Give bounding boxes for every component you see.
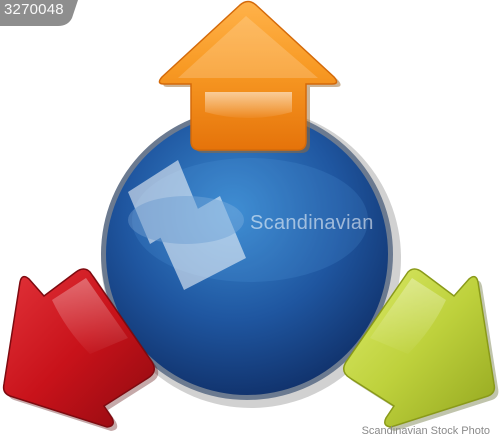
id-tag-text: 3270048 <box>4 1 64 18</box>
watermark-footer: Scandinavian Stock Photo <box>361 425 490 437</box>
arrow-down-left-icon <box>2 268 159 431</box>
arrow-down-right-icon <box>343 268 499 431</box>
watermark-brand: Scandinavian <box>250 212 374 234</box>
arrow-up-icon <box>158 0 341 153</box>
id-tag: 3270048 <box>0 0 78 26</box>
id-tag-shape <box>0 0 78 26</box>
watermark-logo-icon <box>128 160 246 290</box>
